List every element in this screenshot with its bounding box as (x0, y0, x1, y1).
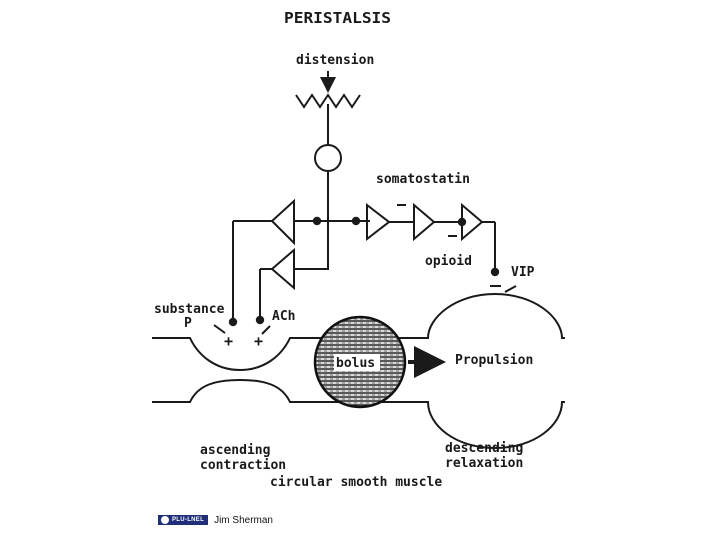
logo-emblem-icon (161, 516, 169, 524)
sensory-neuron (314, 144, 342, 172)
distension-label: distension (296, 53, 374, 68)
opioid-label: opioid (425, 254, 472, 269)
gut-wall-upper (152, 292, 565, 372)
stretch-receptor (295, 93, 361, 109)
substance-p-label: P (184, 316, 192, 331)
ach-terminal (255, 315, 265, 325)
gut-wall-lower (152, 378, 565, 450)
descending-interneuron-1 (366, 202, 391, 242)
vip-pointer (504, 285, 517, 293)
diagram-title: PERISTALSIS (284, 9, 391, 27)
institution-logo: PLU-LNEL (158, 515, 209, 525)
plus-sign: + (224, 332, 233, 350)
descending-interneuron-2 (413, 202, 436, 242)
ascending-interneuron-1 (270, 198, 295, 246)
ach-pointer (261, 325, 271, 335)
ascending-label: ascending (200, 443, 270, 458)
vip-terminal (490, 267, 500, 277)
substance-p-label: substance (154, 302, 225, 317)
ach-label: ACh (272, 309, 295, 324)
bolus-label: bolus (336, 356, 375, 371)
vip-label: VIP (511, 265, 535, 280)
substance-p-terminal (228, 317, 238, 327)
plus-sign: + (254, 332, 263, 350)
muscle-label: circular smooth muscle (270, 475, 442, 490)
descending-label: relaxation (445, 456, 523, 471)
diagram-panel (152, 0, 586, 514)
footer: PLU-LNEL Jim Sherman (158, 514, 273, 526)
descending-label: descending (445, 441, 523, 456)
logo-text: PLU-LNEL (172, 517, 205, 523)
descending-interneuron-3 (461, 202, 484, 242)
substance-p-pointer (213, 324, 226, 334)
ascending-label: contraction (200, 458, 286, 473)
bolus-label-box (334, 354, 380, 371)
propulsion-label: Propulsion (455, 353, 533, 368)
somatostatin-label: somatostatin (376, 172, 470, 187)
ascending-interneuron-2 (270, 247, 295, 291)
author-credit: Jim Sherman (214, 514, 273, 526)
